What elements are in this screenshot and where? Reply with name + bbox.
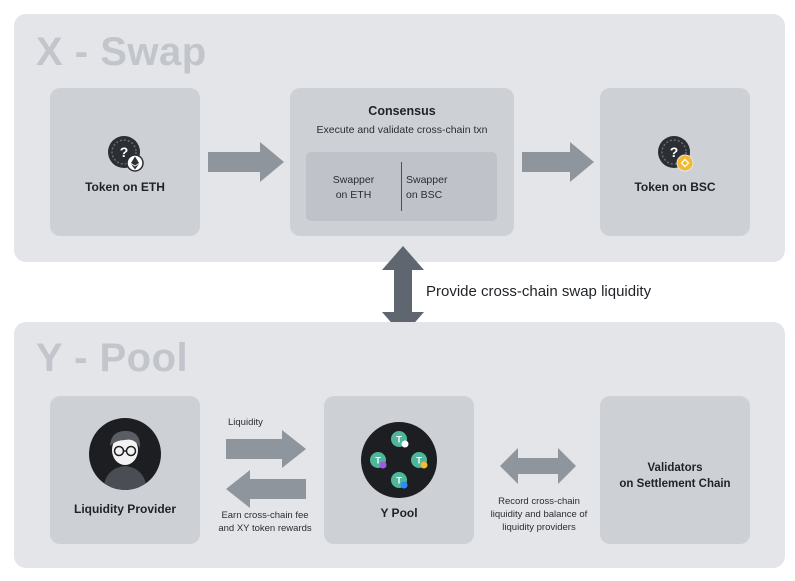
record-label: Record cross-chain liquidity and balance…: [478, 496, 600, 534]
consensus-subtitle: Execute and validate cross-chain txn: [316, 124, 488, 136]
liquidity-provider-label: Liquidity Provider: [73, 502, 176, 516]
record-line2: liquidity and balance of: [490, 508, 588, 520]
consensus-card: Consensus Execute and validate cross-cha…: [290, 88, 514, 236]
svg-text:T: T: [396, 476, 402, 486]
horizontal-double-arrow: [500, 448, 576, 484]
x-swap-title: X - Swap: [36, 30, 207, 74]
swapper-box: Swapper on ETH Swapper on BSC: [306, 152, 497, 221]
arrow-right-2: [522, 142, 594, 182]
eth-token-icon: ?: [106, 134, 146, 174]
flow-left-line1: Earn cross-chain fee: [221, 510, 309, 521]
svg-text:T: T: [375, 456, 381, 466]
validators-label: Validators on Settlement Chain: [600, 460, 750, 492]
consensus-title: Consensus: [368, 104, 436, 118]
record-line3: liquidity providers: [502, 521, 576, 533]
swapper-bsc-line1: Swapper: [406, 174, 448, 186]
swapper-eth: Swapper on ETH: [306, 173, 401, 202]
svg-text:T: T: [396, 435, 402, 445]
pool-token-top: T T T T: [370, 431, 428, 489]
swapper-bsc: Swapper on BSC: [402, 173, 501, 202]
record-line1: Record cross-chain: [498, 496, 580, 507]
swapper-eth-line2: on ETH: [335, 188, 372, 201]
flow-left-line2: and XY token rewards: [218, 522, 312, 534]
token-eth-label: Token on ETH: [85, 180, 165, 194]
token-eth-card: ? Token on ETH: [50, 88, 200, 236]
liquidity-provider-card: Liquidity Provider: [50, 396, 200, 544]
svg-text:?: ?: [670, 144, 679, 160]
avatar-icon: [89, 418, 161, 490]
bsc-token-icon: ?: [656, 134, 696, 174]
token-bsc-label: Token on BSC: [634, 180, 716, 194]
flow-left-label: Earn cross-chain fee and XY token reward…: [208, 510, 322, 536]
vertical-double-arrow: [382, 246, 424, 336]
flow-right-label: Liquidity: [228, 417, 263, 428]
arrow-liquidity-right: [226, 430, 306, 468]
validators-line2: on Settlement Chain: [619, 478, 731, 491]
validators-line1: Validators: [647, 462, 703, 474]
swapper-divider: [401, 162, 402, 211]
y-pool-icon: T T T T: [361, 422, 437, 498]
arrow-right-1: [208, 142, 284, 182]
arrow-rewards-left: [226, 470, 306, 508]
svg-text:T: T: [416, 456, 422, 466]
validators-card: Validators on Settlement Chain: [600, 396, 750, 544]
swapper-bsc-line2: on BSC: [406, 188, 443, 201]
y-pool-card: T T T T Y Pool: [324, 396, 474, 544]
y-pool-label: Y Pool: [380, 506, 418, 520]
swapper-eth-line1: Swapper: [332, 174, 375, 186]
svg-text:?: ?: [120, 144, 129, 160]
link-label: Provide cross-chain swap liquidity: [426, 283, 652, 300]
y-pool-title: Y - Pool: [36, 336, 189, 380]
token-bsc-card: ? Token on BSC: [600, 88, 750, 236]
